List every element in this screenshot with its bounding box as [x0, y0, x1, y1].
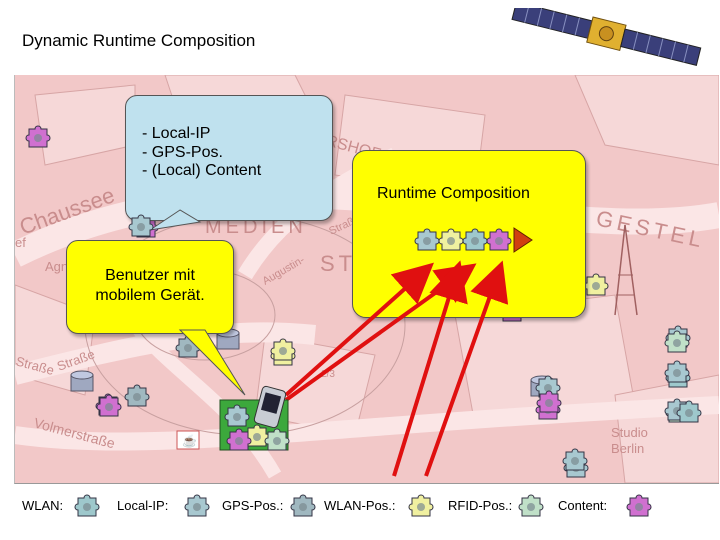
- map-puzzle-icon: [665, 400, 691, 423]
- legend-puzzle-icon: [626, 494, 652, 517]
- user-callout-line2: mobilem Gerät.: [95, 287, 205, 304]
- legend-puzzle-icon: [290, 494, 316, 517]
- legend-rfid-pos-label: RFID-Pos.:: [448, 498, 513, 513]
- legend-wlan-label: WLAN:: [22, 498, 64, 513]
- map-puzzle-icon: [563, 455, 589, 478]
- map-label-augustin: Augustin-: [261, 254, 308, 288]
- map-puzzle-icon: [583, 273, 609, 296]
- context-info-list: - Local-IP - GPS-Pos. - (Local) Content: [142, 125, 261, 181]
- map-puzzle-icon: [665, 325, 691, 348]
- legend-wlan-icon: [74, 494, 100, 517]
- map-puzzle-icon: [25, 125, 51, 148]
- runtime-composition-label: Runtime Composition: [377, 185, 530, 202]
- satellite-icon: [511, 8, 702, 67]
- legend-content-icon: [626, 494, 652, 517]
- page-title: Dynamic Runtime Composition: [22, 31, 256, 50]
- cylinder-icon: [70, 370, 94, 392]
- map-puzzle-icon: [270, 343, 296, 366]
- legend-wlan-pos-label: WLAN-Pos.:: [324, 498, 396, 513]
- legend-local-ip-label: Local-IP:: [117, 498, 169, 513]
- legend: WLAN: Local-IP: GPS-Pos.: WLAN-Pos.: RFI…: [0, 488, 720, 528]
- legend-puzzle-icon: [518, 494, 544, 517]
- legend-rfid-pos-icon: [518, 494, 544, 517]
- map-label-ef: ef: [15, 235, 26, 250]
- map-puzzle-icon: [175, 335, 201, 358]
- info-gps-pos: - GPS-Pos.: [142, 143, 223, 161]
- radio-tower-icon: [614, 224, 638, 316]
- legend-local-ip-icon: [184, 494, 210, 517]
- coffee-cup-icon: ☕: [176, 430, 200, 450]
- legend-gps-pos-icon: [290, 494, 316, 517]
- map-label-st: ST: [320, 251, 356, 276]
- info-local-ip: - Local-IP: [142, 125, 211, 142]
- user-callout-box: Benutzer mit mobilem Gerät.: [66, 240, 234, 334]
- map-label-berlin: Berlin: [611, 441, 644, 456]
- map-label-number: 2/3: [321, 369, 335, 380]
- map-puzzle-icon: [665, 365, 691, 388]
- info-local-content: - (Local) Content: [142, 162, 262, 179]
- legend-gps-pos-label: GPS-Pos.:: [222, 498, 284, 513]
- legend-puzzle-icon: [408, 494, 434, 517]
- map-puzzle-icon: [535, 397, 561, 420]
- map-label-agn: Agn: [45, 259, 68, 274]
- legend-wlan-pos-icon: [408, 494, 434, 517]
- svg-text:☕: ☕: [182, 433, 197, 448]
- map-label-studio: Studio: [611, 425, 648, 440]
- map-puzzle-icon: [95, 393, 121, 416]
- map-label-medien: MEDIEN: [205, 216, 307, 238]
- user-callout-label: Benutzer mit mobilem Gerät.: [67, 266, 233, 306]
- legend-puzzle-icon: [74, 494, 100, 517]
- legend-content-label: Content:: [558, 498, 608, 513]
- legend-puzzle-icon: [184, 494, 210, 517]
- map-puzzle-icon: [535, 375, 561, 398]
- runtime-composition-box: Runtime Composition: [352, 150, 586, 318]
- context-info-box: - Local-IP - GPS-Pos. - (Local) Content: [125, 95, 333, 221]
- user-callout-line1: Benutzer mit: [105, 267, 195, 284]
